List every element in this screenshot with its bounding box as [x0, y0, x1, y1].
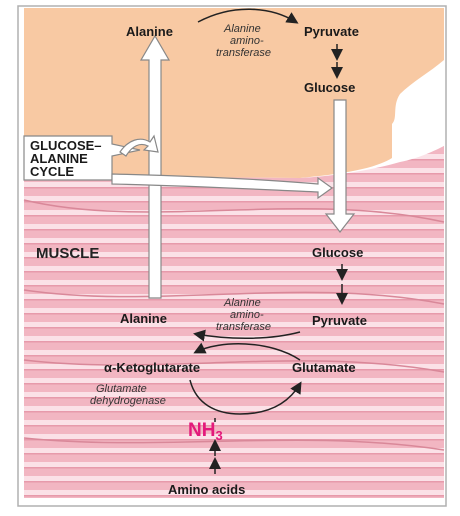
liver-glucose-label: Glucose	[304, 80, 355, 95]
cycle-label-line-3: CYCLE	[30, 164, 74, 179]
liver-enzyme-line-3: transferase	[216, 47, 271, 59]
ketoglutarate-label: α-Ketoglutarate	[104, 360, 200, 375]
muscle-enzyme-line-1: Alanine	[223, 297, 261, 309]
liver-enzyme-line-2: amino-	[230, 35, 264, 47]
muscle-title: MUSCLE	[36, 245, 99, 262]
muscle-pyruvate-label: Pyruvate	[312, 313, 367, 328]
amino-acids-label: Amino acids	[168, 482, 245, 497]
glutamate-label: Glutamate	[292, 360, 356, 375]
muscle-enzyme-line-3: transferase	[216, 321, 271, 333]
liver-enzyme-line-1: Alanine	[223, 23, 261, 35]
dehydrogenase-line-2: dehydrogenase	[90, 395, 166, 407]
liver-alanine-label: Alanine	[126, 24, 173, 39]
liver-pyruvate-label: Pyruvate	[304, 24, 359, 39]
muscle-enzyme-line-2: amino-	[230, 309, 264, 321]
muscle-glucose-label: Glucose	[312, 245, 363, 260]
muscle-alanine-label: Alanine	[120, 311, 167, 326]
dehydrogenase-line-1: Glutamate	[96, 383, 147, 395]
